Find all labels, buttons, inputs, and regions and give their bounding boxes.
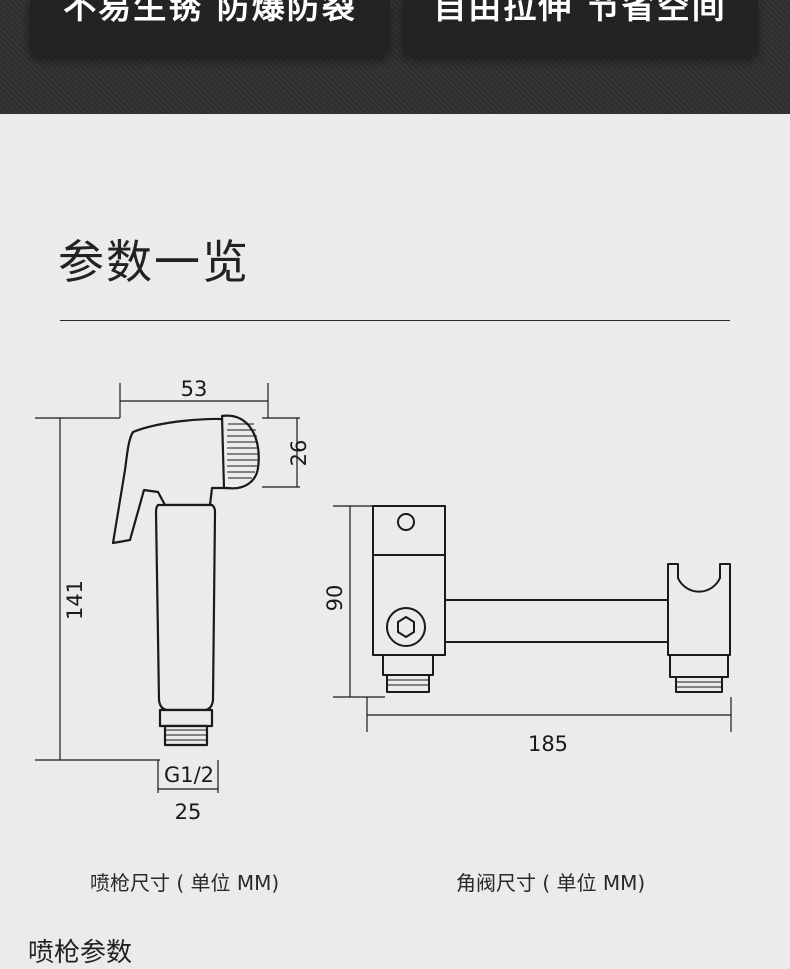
- valve-dimension-lines: [333, 505, 732, 732]
- valve-thread-lines: [388, 679, 721, 688]
- section-title: 参数一览: [58, 235, 250, 289]
- sprayer-outline: [111, 414, 260, 747]
- sprayer-thread-width-label: 25: [175, 800, 202, 824]
- valve-length-label: 185: [528, 732, 568, 756]
- sprayer-head-width-label: 53: [181, 377, 208, 401]
- feature-card-extendable: 自由拉伸 节省空间: [402, 0, 758, 56]
- valve-height-label: 90: [323, 585, 347, 612]
- sprayer-head-height-label: 26: [287, 440, 311, 467]
- feature-text: 自由拉伸 节省空间: [433, 0, 727, 26]
- sprayer-dimension-lines: [35, 383, 300, 793]
- sprayer-caption: 喷枪尺寸 ( 单位 MM): [90, 871, 280, 895]
- valve-caption: 角阀尺寸 ( 单位 MM): [456, 871, 646, 895]
- feature-text: 不易生锈 防爆防裂: [63, 0, 357, 26]
- sprayer-knurling: [166, 423, 258, 741]
- top-banner: 不易生锈 防爆防裂 自由拉伸 节省空间: [0, 0, 790, 114]
- sprayer-total-height-label: 141: [63, 580, 87, 620]
- sprayer-thread-label: G1/2: [164, 763, 214, 787]
- next-section-title: 喷枪参数: [28, 938, 133, 968]
- valve-outline: [372, 505, 731, 693]
- section-divider: [60, 320, 730, 321]
- feature-card-rust-proof: 不易生锈 防爆防裂: [30, 0, 390, 56]
